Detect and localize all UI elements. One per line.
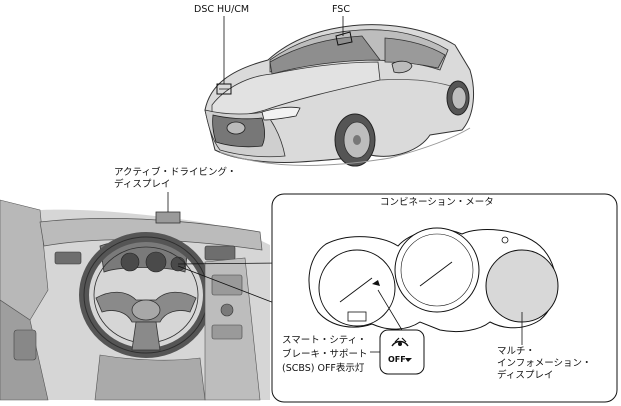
car-illustration: [204, 24, 474, 167]
left-gauge: [318, 249, 396, 327]
active-display-label-line1: アクティブ・ドライビング・: [114, 167, 237, 178]
scbs-off-icon-text: OFF: [388, 355, 406, 364]
scbs-label-line1: スマート・シティ・: [282, 335, 367, 346]
scbs-off-indicator-box: [379, 329, 425, 375]
multi-information-display: [485, 249, 559, 323]
center-gauge: [394, 227, 480, 313]
fsc-camera-marker: [335, 31, 353, 46]
combination-meter-label: コンビネーション・メータ: [380, 197, 494, 208]
scbs-label-line2: ブレーキ・サポート: [282, 349, 368, 360]
multi-display-label-line1: マルチ・: [497, 346, 536, 357]
scbs-off-icon: [391, 337, 409, 347]
multi-display-label-line3: ディスプレイ: [497, 370, 554, 381]
interior-illustration: [0, 199, 270, 401]
dsc-label: DSC HU/CM: [194, 4, 250, 15]
multi-display-label-line2: インフォメーション・: [497, 358, 592, 369]
active-driving-display: [155, 211, 181, 224]
active-display-label-line2: ディスプレイ: [114, 179, 171, 190]
scbs-label-line3: (SCBS) OFF表示灯: [282, 363, 365, 374]
fsc-label: FSC: [332, 4, 350, 15]
scbs-indicator-small: [372, 280, 380, 286]
